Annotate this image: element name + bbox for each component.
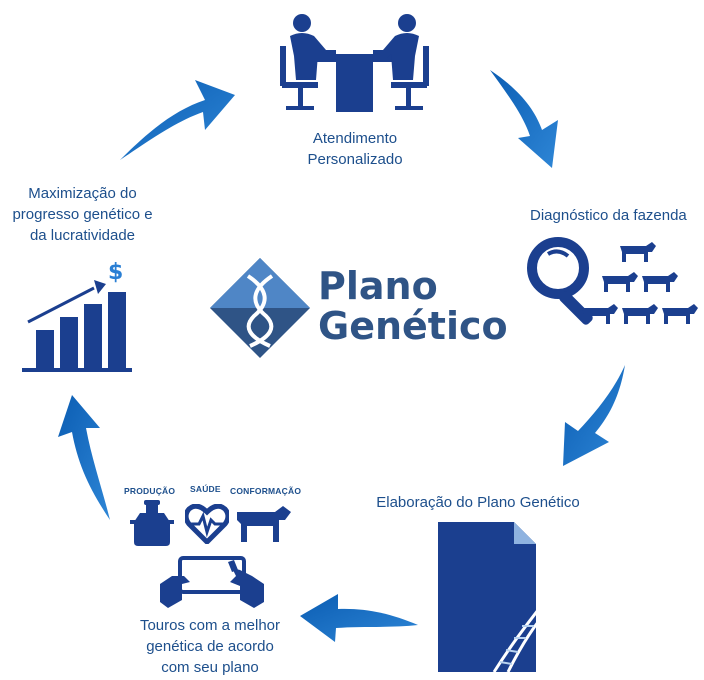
cow-herd [582, 242, 698, 324]
arrow-atendimento-to-diagnostico [490, 70, 558, 168]
label-atendimento: Atendimento Personalizado [280, 128, 430, 170]
arrow-maximizacao-to-atendimento [120, 80, 235, 160]
milk-can-icon [130, 500, 174, 546]
growth-chart-icon [22, 262, 132, 372]
document-dna-icon [438, 522, 538, 672]
dollar-sign: $ [108, 260, 124, 285]
label-elaboracao: Elaboração do Plano Genético [376, 494, 580, 511]
plano-genetico-logo: Plano Genético [208, 258, 508, 358]
heart-pulse-icon [185, 504, 229, 544]
label-touros: Touros com a melhor genética de acordo c… [120, 615, 300, 678]
magnifier-cows-icon [520, 232, 704, 344]
label-maximizacao-line2: progresso genético e [12, 206, 153, 223]
logo-diamond-dna-icon [210, 258, 310, 358]
label-touros-line3: com seu plano [161, 659, 259, 676]
label-diagnostico: Diagnóstico da fazenda [530, 207, 687, 224]
meeting-icon [272, 10, 437, 118]
label-touros-line1: Touros com a melhor [139, 617, 281, 634]
tablet-hands-icon [160, 556, 264, 608]
label-atendimento-line2: Personalizado [307, 151, 403, 168]
mini-label-conformacao: CONFORMAÇÃO [230, 486, 302, 496]
mini-label-producao: PRODUÇÃO [124, 486, 176, 496]
label-maximizacao-line1: Maximização do [28, 185, 137, 202]
label-atendimento-line1: Atendimento [312, 130, 398, 147]
label-touros-line2: genética de acordo [146, 638, 274, 655]
logo-word-plano: Plano [318, 264, 438, 308]
label-maximizacao: Maximização do progresso genético e da l… [0, 183, 165, 246]
arrow-elaboracao-to-touros [300, 594, 418, 642]
arrow-diagnostico-to-elaboracao [563, 365, 625, 466]
mini-label-saude: SAÚDE [190, 484, 221, 494]
label-maximizacao-line3: da lucratividade [29, 227, 136, 244]
cow-conformation-icon [235, 506, 291, 544]
arrow-touros-to-maximizacao [58, 395, 110, 520]
logo-word-genetico: Genético [318, 304, 508, 348]
